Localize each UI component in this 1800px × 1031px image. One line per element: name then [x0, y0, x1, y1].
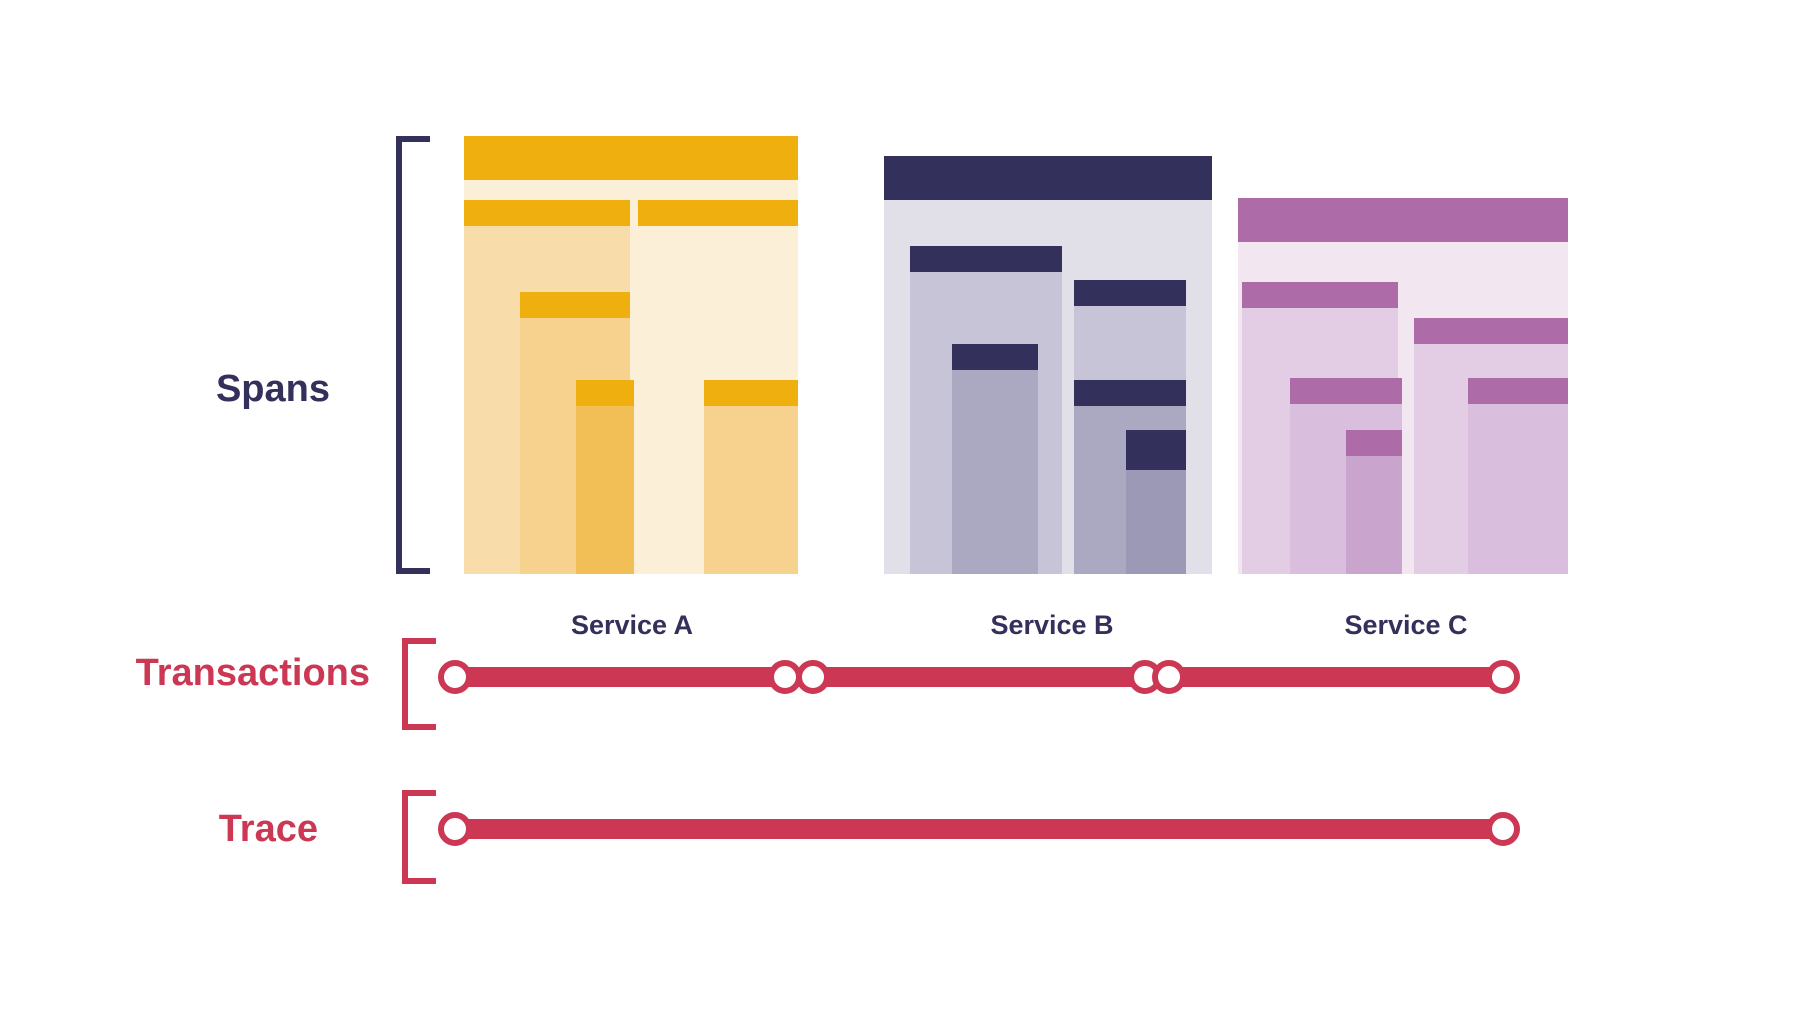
spans-bracket [396, 136, 436, 574]
spans-row-label: Spans [215, 368, 330, 410]
trace-segment[interactable] [455, 819, 1503, 839]
transaction-start-node[interactable] [438, 660, 472, 694]
span-bar-header [910, 246, 1062, 272]
spans-bracket-bottom-arm [396, 568, 430, 574]
span-bar-header [884, 156, 1212, 200]
span-bar-header [1346, 430, 1402, 456]
span-bar-header [1290, 378, 1402, 404]
span-bar-header [1468, 378, 1568, 404]
span-bar-header [1074, 380, 1186, 406]
span-bar[interactable] [1346, 430, 1402, 574]
transaction-segment[interactable] [455, 667, 785, 687]
trace-end-node[interactable] [1486, 812, 1520, 846]
service-caption-3: Service C [1344, 610, 1468, 640]
transaction-start-node[interactable] [1152, 660, 1186, 694]
transactions-bracket-stem [402, 638, 408, 730]
span-bar-header [464, 136, 798, 180]
trace-bracket-top-arm [402, 790, 436, 796]
span-bar-header [1074, 280, 1186, 306]
transactions-bracket-top-arm [402, 638, 436, 644]
trace-row-label: Trace [218, 808, 318, 850]
trace-timeline [438, 812, 1685, 860]
spans-area [464, 130, 1644, 574]
span-bar-header [576, 380, 634, 406]
service-group-3 [1238, 130, 1598, 574]
service-captions: Service A Service B Service C [464, 612, 1644, 652]
trace-bracket-bottom-arm [402, 878, 436, 884]
transactions-timeline [438, 660, 1685, 708]
span-bar-header [1242, 282, 1398, 308]
transactions-bracket [402, 638, 436, 730]
span-bar[interactable] [576, 380, 634, 574]
trace-start-node[interactable] [438, 812, 472, 846]
spans-bracket-stem [396, 136, 402, 574]
span-bar[interactable] [1468, 378, 1568, 574]
span-bar-header [464, 200, 630, 226]
service-group-2 [884, 130, 1244, 574]
service-caption-2: Service B [990, 610, 1114, 640]
span-bar-header [1238, 198, 1568, 242]
transaction-segment[interactable] [813, 667, 1145, 687]
span-bar[interactable] [1126, 430, 1186, 574]
transaction-end-node[interactable] [1486, 660, 1520, 694]
spans-bracket-top-arm [396, 136, 430, 142]
span-bar-header [952, 344, 1038, 370]
transaction-start-node[interactable] [796, 660, 830, 694]
service-group-1 [464, 130, 824, 574]
span-bar[interactable] [952, 344, 1038, 574]
service-caption-1: Service A [570, 610, 694, 640]
span-bar-header [704, 380, 798, 406]
span-bar-header [1414, 318, 1568, 344]
trace-bracket-stem [402, 790, 408, 884]
transactions-bracket-bottom-arm [402, 724, 436, 730]
span-bar[interactable] [704, 380, 798, 574]
transaction-segment[interactable] [1169, 667, 1503, 687]
transactions-row-label: Transactions [135, 652, 370, 694]
trace-bracket [402, 790, 436, 884]
span-bar-header [1126, 430, 1186, 470]
span-bar-header [638, 200, 798, 226]
span-bar-header [520, 292, 630, 318]
